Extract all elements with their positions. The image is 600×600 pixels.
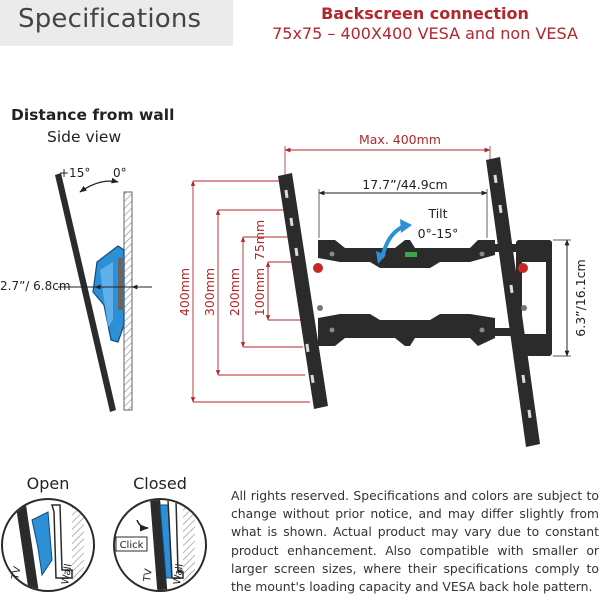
side-view-label: Side view xyxy=(47,128,122,146)
lock-knob-left xyxy=(313,263,323,273)
backscreen-title: Backscreen connection xyxy=(321,4,529,23)
vesa-200-label: 200mm xyxy=(227,268,242,316)
click-label: Click xyxy=(120,540,144,551)
side-view-drawing xyxy=(55,173,152,412)
distance-label: 2.7”/ 6.8cm xyxy=(0,279,71,293)
closed-detail: Click TV Wall xyxy=(113,498,207,592)
vesa-75-label: 75mm xyxy=(252,220,267,260)
wall-plate-front xyxy=(318,240,552,356)
closed-wall-label: Wall xyxy=(172,563,186,585)
tilt-plus-label: +15° xyxy=(59,166,90,180)
height-label: 6.3”/16.1cm xyxy=(573,259,588,336)
closed-label: Closed xyxy=(133,474,187,493)
wall-hatch xyxy=(123,191,133,411)
open-detail: TV Wall xyxy=(1,498,95,592)
tilt-arc xyxy=(79,177,119,193)
tv-panel xyxy=(55,173,116,412)
vesa-300-label: 300mm xyxy=(202,268,217,316)
tilt-range-label: 0°-15° xyxy=(418,226,459,241)
page-title: Specifications xyxy=(18,4,202,34)
vesa-dimensions xyxy=(190,180,310,403)
tv-arms xyxy=(278,157,540,447)
width-label: 17.7”/44.9cm xyxy=(362,177,447,192)
tilt-label: Tilt xyxy=(427,206,447,221)
open-wall-label: Wall xyxy=(60,563,74,586)
distance-title: Distance from wall xyxy=(11,106,175,124)
max-width-label: Max. 400mm xyxy=(359,132,441,147)
level-bubble xyxy=(405,252,417,257)
open-label: Open xyxy=(27,474,70,493)
closed-tv-label: TV xyxy=(142,568,155,584)
vesa-400-label: 400mm xyxy=(177,268,192,316)
tilt-zero-label: 0° xyxy=(113,166,127,180)
click-badge xyxy=(115,536,148,552)
specifications-banner xyxy=(0,0,233,46)
open-tv-label: TV xyxy=(10,566,24,582)
bracket-highlight xyxy=(100,262,113,327)
disclaimer-text: All rights reserved. Specifications and … xyxy=(231,488,599,595)
click-arrow xyxy=(136,519,149,532)
lock-knob-right xyxy=(518,263,528,273)
vesa-100-label: 100mm xyxy=(252,268,267,316)
wall-plate xyxy=(118,258,124,310)
backscreen-subtitle: 75x75 – 400X400 VESA and non VESA xyxy=(272,24,578,43)
